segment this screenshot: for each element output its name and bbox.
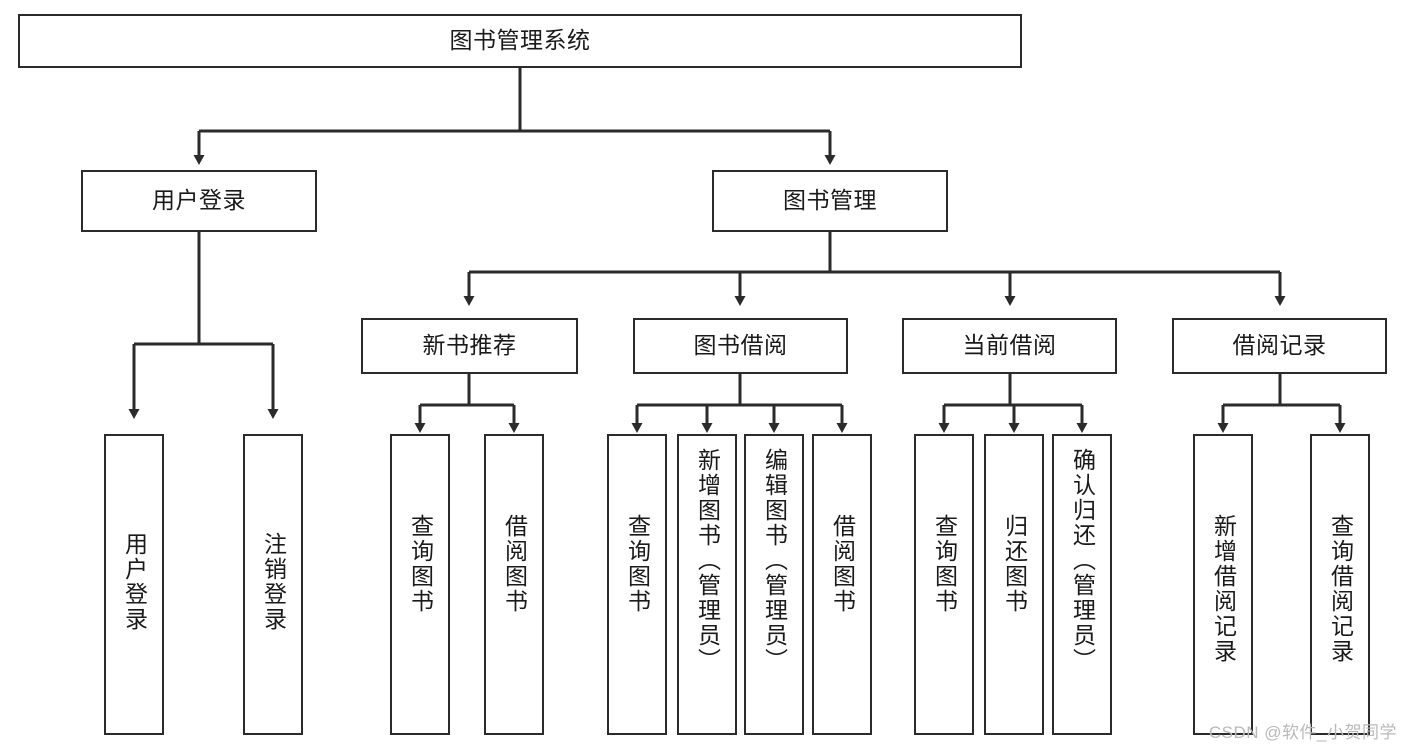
node-current-borrow[interactable]: 当前借阅	[902, 318, 1117, 374]
node-label: 确认归还（管理员）	[1069, 448, 1096, 673]
node-label: 图书管理系统	[449, 27, 591, 54]
node-label: 当前借阅	[962, 332, 1057, 359]
leaf-borrow-borrow-book[interactable]: 借阅图书	[812, 434, 872, 735]
node-user-login[interactable]: 用户登录	[81, 170, 317, 232]
leaf-current-return-book[interactable]: 归还图书	[984, 434, 1044, 735]
leaf-user-login-login[interactable]: 用户登录	[104, 434, 164, 735]
node-label: 查询图书	[407, 514, 434, 614]
node-book-management[interactable]: 图书管理	[712, 170, 948, 232]
leaf-borrow-query-book[interactable]: 查询图书	[607, 434, 667, 735]
leaf-record-query-record[interactable]: 查询借阅记录	[1310, 434, 1370, 735]
leaf-borrow-add-book-admin[interactable]: 新增图书（管理员）	[677, 434, 737, 735]
node-label: 注销登录	[260, 532, 287, 632]
node-label: 借阅图书	[501, 514, 528, 614]
node-new-book-recommend[interactable]: 新书推荐	[361, 318, 578, 374]
leaf-current-query-book[interactable]: 查询图书	[914, 434, 974, 735]
node-label: 借阅图书	[829, 514, 856, 614]
leaf-recommend-query-book[interactable]: 查询图书	[390, 434, 450, 735]
node-label: 编辑图书（管理员）	[761, 448, 788, 673]
leaf-record-add-record[interactable]: 新增借阅记录	[1193, 434, 1253, 735]
node-label: 用户登录	[152, 187, 246, 214]
node-label: 新增图书（管理员）	[694, 448, 721, 673]
node-label: 图书管理	[783, 187, 877, 214]
node-label: 新增借阅记录	[1210, 514, 1237, 664]
node-label: 查询图书	[624, 514, 651, 614]
node-label: 查询图书	[931, 514, 958, 614]
node-label: 图书借阅	[693, 332, 788, 359]
leaf-user-login-logout[interactable]: 注销登录	[243, 434, 303, 735]
node-borrow-record[interactable]: 借阅记录	[1172, 318, 1387, 374]
node-label: 借阅记录	[1232, 332, 1327, 359]
leaf-recommend-borrow-book[interactable]: 借阅图书	[484, 434, 544, 735]
node-book-borrow[interactable]: 图书借阅	[633, 318, 848, 374]
watermark: CSDN @软件_小贺同学	[1208, 723, 1397, 742]
node-label: 查询借阅记录	[1327, 514, 1354, 664]
node-label: 用户登录	[121, 532, 148, 632]
node-label: 归还图书	[1001, 514, 1028, 614]
node-label: 新书推荐	[422, 332, 517, 359]
leaf-current-confirm-return-admin[interactable]: 确认归还（管理员）	[1052, 434, 1112, 735]
leaf-borrow-edit-book-admin[interactable]: 编辑图书（管理员）	[744, 434, 804, 735]
node-root-system[interactable]: 图书管理系统	[18, 14, 1022, 68]
